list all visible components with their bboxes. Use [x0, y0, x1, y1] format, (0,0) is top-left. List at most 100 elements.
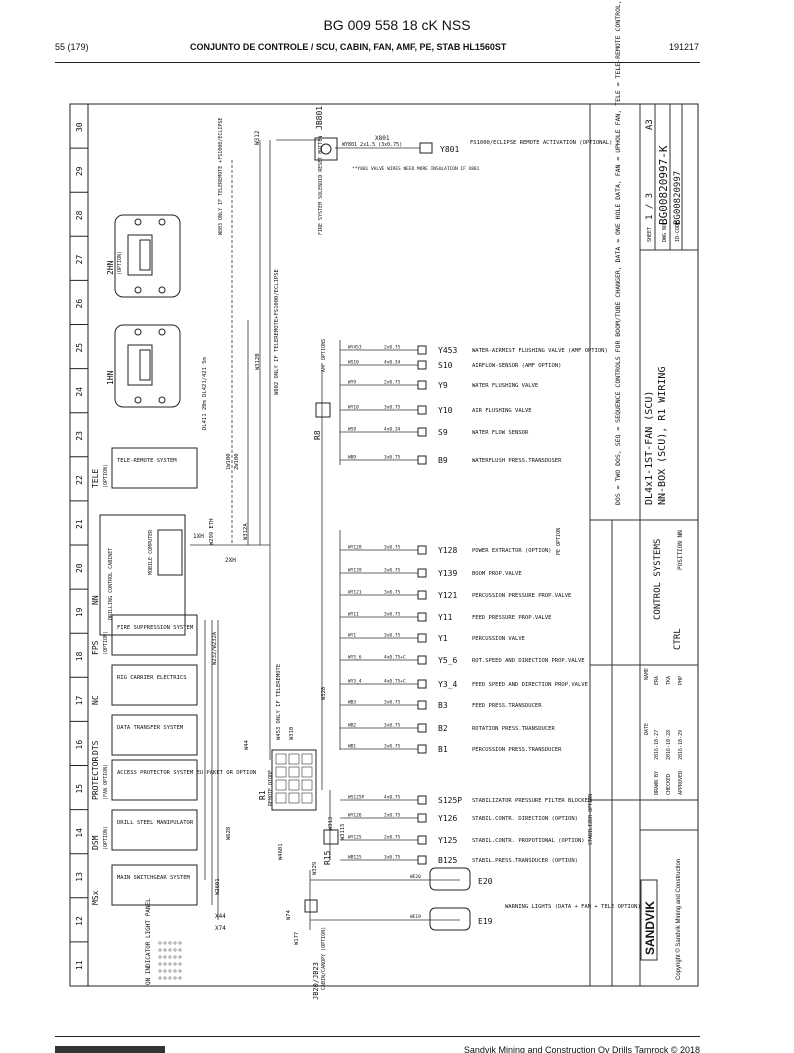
component-symbol	[417, 545, 427, 555]
title-line-2: NN-BOX (SCU), R1 WIRING	[657, 367, 668, 505]
wire-we19: WE19	[410, 914, 421, 920]
jb20-label: JB20/JB23	[312, 962, 320, 1000]
component-code: Y10	[438, 406, 453, 415]
column-number: 11	[75, 960, 84, 970]
column-number: 13	[75, 872, 84, 882]
component-wire: WY1	[348, 633, 356, 639]
component-wire: WY9	[348, 380, 356, 386]
column-number: 17	[75, 696, 84, 706]
id-label: ID-CODE	[675, 221, 681, 242]
component-wire-size: 4x0.34	[384, 360, 401, 366]
component-code: Y11	[438, 613, 453, 622]
sandvik-logo: SANDVIK	[643, 901, 657, 955]
component-code: B3	[438, 701, 448, 710]
dates-header: DATE	[644, 723, 650, 735]
amf-option-tag: AMF OPTIONS	[321, 339, 327, 372]
sheet-size: A3	[645, 119, 655, 130]
component-symbol	[417, 813, 427, 823]
ctrl-code: CTRL	[673, 628, 683, 650]
component-wire: WB9	[348, 455, 356, 461]
wire-1w100: 1W100	[226, 453, 232, 470]
component-wire: WB3	[348, 700, 356, 706]
indicator-lamp	[173, 962, 177, 966]
component-wire: WB2	[348, 723, 356, 729]
component-symbol	[417, 568, 427, 578]
component-symbol	[417, 723, 427, 733]
display-1hn	[114, 324, 181, 408]
1hn-label: 1HN	[106, 370, 115, 385]
indicator-lamp	[163, 955, 167, 959]
drawing-number: BG00820997-K	[657, 145, 670, 225]
component-wire: WY3_4	[348, 679, 362, 685]
wire-w312a: W312A	[243, 523, 249, 540]
y801-coil	[419, 142, 433, 154]
component-wire: WY125	[348, 835, 362, 841]
component-description: FEED PRESS.TRANSDUCER	[472, 703, 542, 709]
component-symbol	[417, 679, 427, 689]
component-code: B125	[438, 856, 457, 865]
column-number: 24	[75, 387, 84, 397]
column-number: 29	[75, 166, 84, 176]
reset-button-icon	[320, 143, 332, 155]
connector-x801: X801	[375, 135, 390, 142]
box-code: NC	[91, 695, 100, 705]
r1-cell	[288, 766, 300, 778]
component-description: STABILIZATOR PRESSURE FILTER BLOCKED	[472, 798, 591, 804]
component-symbol	[417, 427, 427, 437]
indicator-lamp	[178, 962, 182, 966]
box-code: DTS	[91, 740, 100, 755]
component-wire: WY5_6	[348, 655, 362, 661]
component-symbol	[417, 590, 427, 600]
component-wire-size: 2x0.75	[384, 380, 401, 386]
wire-w329: W329	[312, 862, 318, 875]
component-code: B9	[438, 456, 448, 465]
mobile-computer-box	[157, 529, 183, 576]
connector-x74: X74	[215, 925, 226, 932]
component-code: B2	[438, 724, 448, 733]
component-wire: WS10	[348, 360, 359, 366]
warning-lights-desc: WARNING LIGHTS (DATA + FAN + TELE OPTION…	[505, 904, 641, 910]
indicator-lamp	[168, 955, 172, 959]
component-description: STABIL.CONTR. DIRECTION (OPTION)	[472, 816, 578, 822]
indicator-lamp	[168, 969, 172, 973]
r1-cell	[275, 792, 287, 804]
display-2hn	[114, 214, 181, 298]
column-number: 25	[75, 343, 84, 353]
wire-w802: W802 ONLY IF TELEREMOTE+FS1000/ECLIPSE	[274, 269, 280, 395]
r15-label: R15	[323, 850, 332, 865]
column-number: 28	[75, 210, 84, 220]
column-number: 23	[75, 431, 84, 441]
page-number: 55 (179)	[55, 42, 89, 52]
wire-2w100: 2W100	[234, 453, 240, 470]
box-code: NN	[91, 595, 100, 605]
r1-cell	[301, 779, 313, 791]
component-symbol	[417, 835, 427, 845]
component-symbol	[417, 744, 427, 754]
r1-cell	[288, 779, 300, 791]
sheet-label: SHEET	[647, 227, 653, 242]
component-wire: WY128	[348, 545, 362, 551]
wire-w44: W44	[244, 739, 250, 750]
component-description: ROTATION PRESS.TRANSDUCER	[472, 726, 555, 732]
r15-junction	[323, 829, 339, 845]
connector-2xh: 2XH	[225, 557, 236, 564]
indicator-lamp	[178, 955, 182, 959]
component-description: PERCUSSION VALVE	[472, 636, 525, 642]
indicator-lamp	[173, 969, 177, 973]
component-symbol	[417, 700, 427, 710]
component-wire-size: 3x0.75	[384, 855, 401, 861]
component-symbol	[417, 612, 427, 622]
column-number: 12	[75, 916, 84, 926]
component-description: WATER-AIRMIST FLUSHING VALVE (AMF OPTION…	[472, 348, 608, 354]
r1-cell	[288, 792, 300, 804]
fire-reset-label: FIRE SYSTEM SOLENOID RESET BUTTON	[318, 136, 324, 235]
box-sub: (FAN OPTION)	[103, 764, 109, 800]
role-approved: APPROVED	[678, 771, 684, 795]
jb20-sub: CABIN/CANOPY (OPTION)	[321, 927, 327, 990]
jb20-junction	[304, 899, 318, 913]
r1-cell	[275, 766, 287, 778]
component-code: Y121	[438, 591, 457, 600]
indicator-lamp	[163, 941, 167, 945]
nn-cabinet	[99, 514, 186, 636]
date-checked: 2016-10-28	[666, 730, 672, 760]
